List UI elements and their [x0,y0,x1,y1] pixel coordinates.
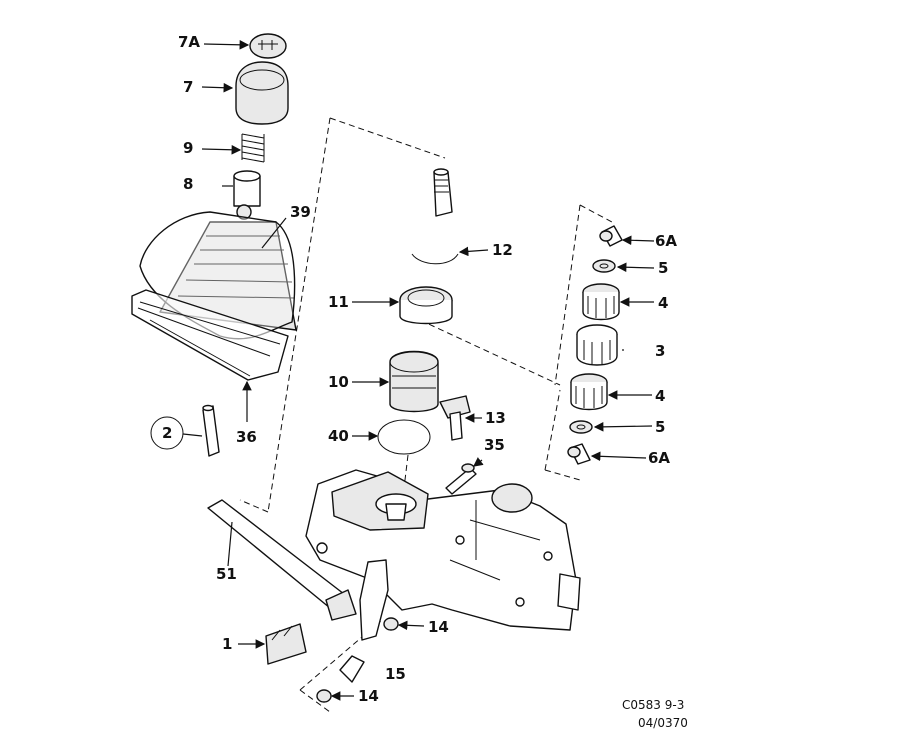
callout-10: 10 [328,373,349,391]
shifter-housing [305,469,581,631]
callout-51: 51 [216,565,237,583]
callout-5-top: 5 [658,259,668,277]
boot-frame-36 [131,289,289,381]
bearing-3 [576,324,618,366]
callout-6A-bottom: 6A [648,449,670,467]
clip-13 [439,395,471,441]
nut-14-upper [383,617,399,631]
callout-15: 15 [385,665,406,683]
callout-8: 8 [183,175,193,193]
selector-lever [359,559,389,641]
callout-9: 9 [183,139,193,157]
bushing-15 [339,655,365,683]
callout-14-lower: 14 [358,687,379,705]
callout-5-bottom: 5 [655,418,665,436]
callout-35: 35 [484,436,505,454]
callout-4-top: 4 [658,294,668,312]
callout-7A: 7A [178,33,200,51]
lever-stud [433,168,453,217]
callout-13: 13 [485,409,506,427]
bearing-4-top [582,283,620,321]
callout-3: 3 [655,342,665,360]
bearing-housing-10 [389,350,439,413]
washer-5-bottom [569,420,593,434]
callout-1: 1 [222,635,232,653]
pin-6A-bottom [567,443,591,465]
nut-14-lower [316,689,332,703]
callout-39: 39 [290,203,311,221]
washer-5-top [592,259,616,273]
callout-40: 40 [328,427,349,445]
bearing-ring-11 [399,286,453,325]
diagram-footer: C0583 9-3 04/0370 [622,698,688,730]
callout-2: 2 [162,424,172,442]
o-ring-40 [377,419,431,455]
pin-6A-top [599,225,623,247]
pin-2 [202,404,220,457]
spring-9 [241,133,265,163]
callout-6A-top: 6A [655,232,677,250]
bolt-35 [445,463,477,495]
circlip-12 [411,253,459,265]
gear-knob-7 [235,61,289,125]
bracket-1 [265,623,307,665]
diagram-date: 04/0370 [638,716,688,730]
callout-7: 7 [183,78,193,96]
diagram-code: C0583 9-3 [622,698,684,712]
callout-11: 11 [328,293,349,311]
callout-labels: 7A 7 9 8 39 2 36 12 11 10 13 40 35 51 1 … [162,33,677,705]
knob-insert-7A [249,33,287,59]
leader-lines [150,40,655,701]
callout-4-bottom: 4 [655,387,665,405]
callout-12: 12 [492,241,513,259]
callout-14-upper: 14 [428,618,449,636]
callout-36: 36 [236,428,257,446]
shift-rod-51 [207,499,357,621]
shift-lever-top-8 [233,170,261,220]
bearing-4-bottom [570,373,608,411]
